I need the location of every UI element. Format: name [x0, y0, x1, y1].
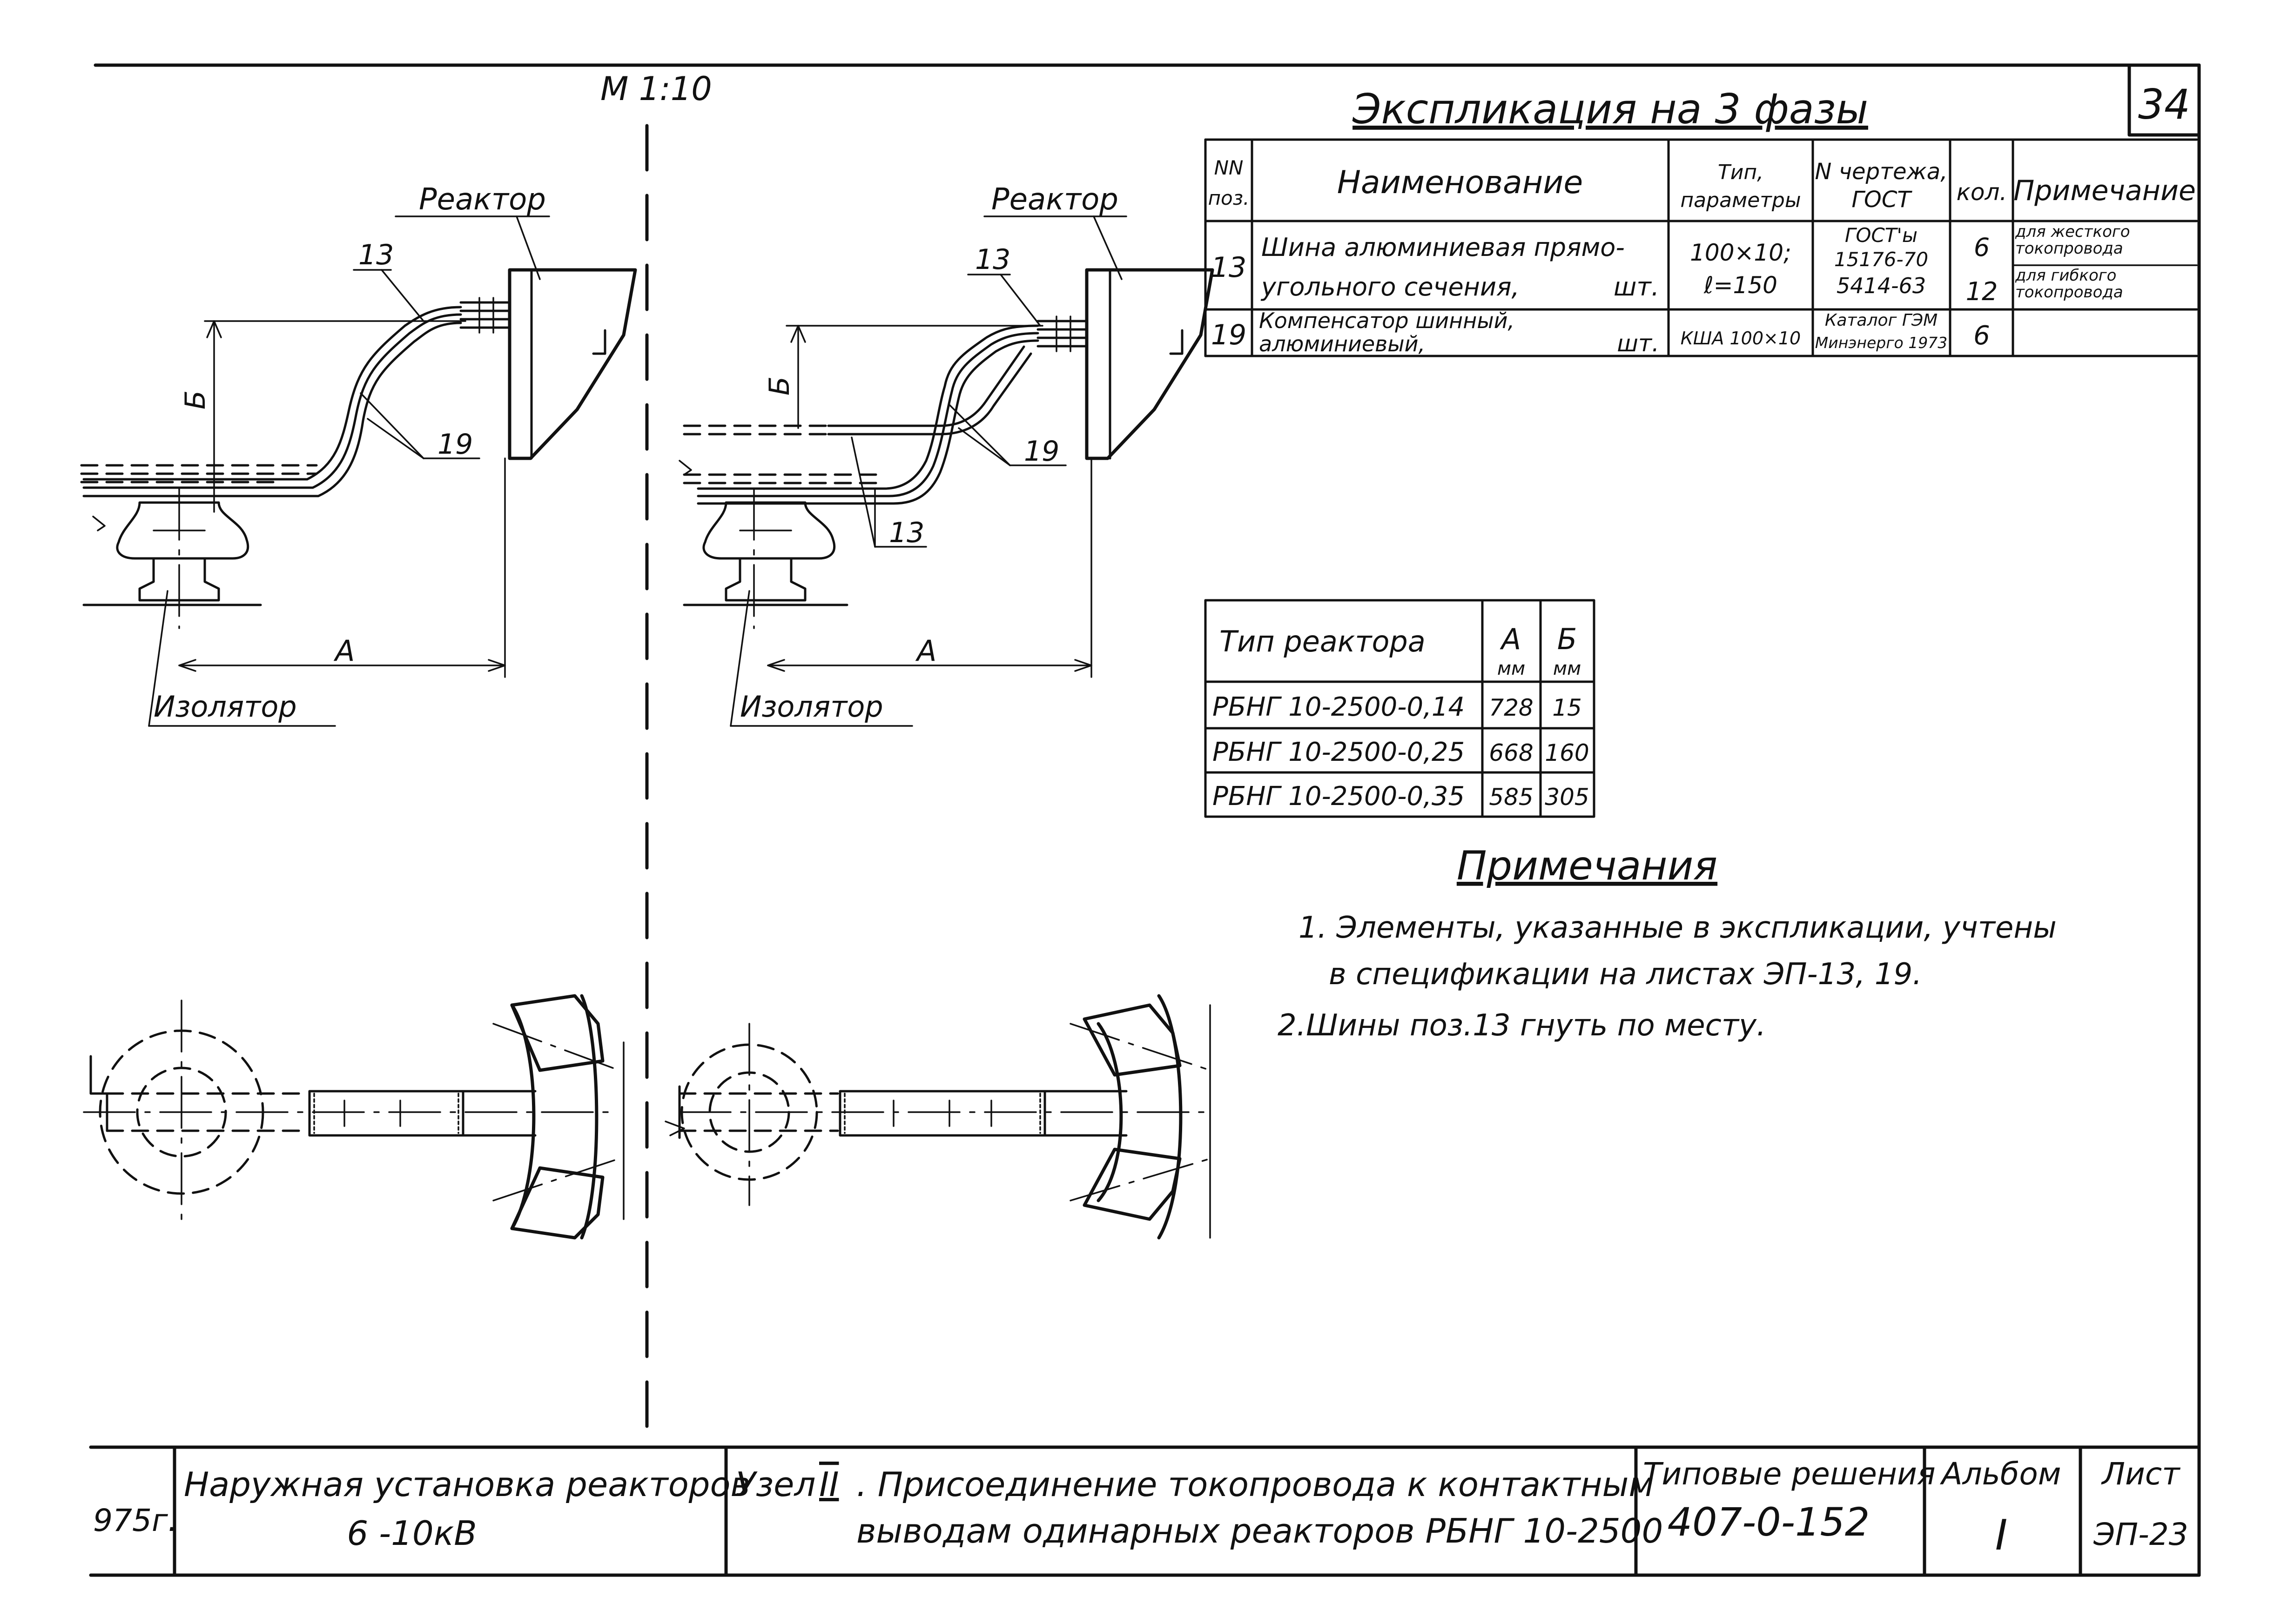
header-qty: кол. [1957, 179, 2007, 206]
explication-table [1204, 138, 2198, 357]
reactor-row-3-b: 305 [1545, 784, 1589, 811]
pos13-label-left: 13 [358, 239, 394, 271]
title-object-line-2: 6 -10кВ [347, 1514, 477, 1553]
reactor-row-3-type: РБНГ 10-2500-0,35 [1212, 781, 1465, 812]
reactor-body-right [1085, 268, 1214, 460]
notes-title: Примечания [1457, 843, 1717, 889]
reactor-body-left [508, 268, 637, 460]
reactor-row-1-b: 15 [1552, 694, 1582, 721]
header-name: Наименование [1337, 164, 1583, 201]
row13-note-1-box: для жесткого токопровода [2015, 223, 2130, 258]
row13-note-2-box: для гибкого токопровода [2015, 267, 2123, 302]
reactor-table-header-a: А [1500, 622, 1521, 656]
row13-name-2: угольного сечения, [1260, 272, 1520, 302]
note-2: 2.Шины поз.13 гнуть по месту. [1278, 1008, 1766, 1043]
row19-name-1: Компенсатор шинный, [1259, 308, 1514, 333]
dim-a-label-left: А [333, 634, 355, 668]
row19-doc-2: Минэнерго 1973 [1815, 334, 1947, 352]
header-pos-1: NN [1214, 156, 1244, 179]
row13-qty-1: 6 [1974, 233, 1990, 262]
header-doc-1: N чертежа, [1815, 159, 1948, 185]
reactor-row-3-a: 585 [1489, 784, 1533, 811]
title-node-line-2: выводам одинарных реакторов РБНГ 10-2500 [856, 1511, 1663, 1550]
title-year: 975г. [93, 1503, 178, 1538]
row19-type-1: КША 100×10 [1681, 328, 1801, 349]
header-doc-2: ГОСТ [1851, 187, 1912, 213]
title-album-label: Альбом [1939, 1456, 2061, 1492]
sheet-number-box [2127, 63, 2201, 137]
row19-name-2: алюминиевый, [1259, 331, 1425, 356]
pos13-label-right-bottom: 13 [889, 517, 924, 549]
reactor-table-header-type: Тип реактора [1219, 624, 1426, 658]
reactor-row-2-b: 160 [1545, 739, 1589, 766]
row13-pos: 13 [1211, 251, 1246, 284]
explication-title: Экспликация на 3 фазы [1352, 85, 1868, 133]
title-node-roman: II [819, 1465, 839, 1504]
header-note: Примечание [2013, 174, 2196, 207]
row19-qty-1: 6 [1973, 321, 1990, 351]
reactor-row-2-type: РБНГ 10-2500-0,25 [1212, 737, 1465, 767]
row13-note-2: для гибкого токопровода [2015, 267, 2123, 302]
row13-doc-1: ГОСТ'ы [1845, 224, 1918, 247]
row19-doc-1: Каталог ГЭМ [1825, 311, 1938, 330]
title-node-prefix: Узел [735, 1465, 815, 1504]
right-plan-view [665, 994, 1211, 1240]
insulator-label-right: Изолятор [740, 690, 883, 724]
insulator-label-left: Изолятор [154, 690, 297, 724]
title-object-line-1: Наружная установка реакторов [184, 1465, 750, 1504]
pos19-label-right: 19 [1024, 435, 1059, 468]
left-plan-view [83, 994, 625, 1240]
title-series-number: 407-0-152 [1668, 1499, 1870, 1545]
reactor-table-header-b: Б [1557, 622, 1577, 656]
header-type-2: параметры [1680, 188, 1801, 212]
row13-doc-3: 5414-63 [1837, 273, 1926, 298]
header-pos-2: поз. [1208, 187, 1250, 209]
insulator-left [116, 501, 249, 560]
row19-unit: шт. [1617, 330, 1659, 357]
title-sheet-code: ЭП-23 [2093, 1517, 2188, 1552]
row13-doc-2: 15176-70 [1834, 248, 1928, 271]
title-sheet-label: Лист [2101, 1456, 2181, 1492]
reactor-label-right: Реактор [991, 182, 1118, 217]
insulator-right [702, 501, 836, 560]
title-block [89, 1445, 2201, 1577]
row13-type-1: 100×10; [1690, 239, 1791, 266]
title-album-number: I [1995, 1511, 2008, 1560]
reactor-table-header-a-unit: мм [1497, 658, 1525, 679]
pos13-label-right-top: 13 [975, 243, 1010, 276]
sheet-frame [89, 63, 2201, 1577]
title-node-line-1: . Присоединение токопровода к контактным [856, 1465, 1654, 1504]
reactor-table [1204, 599, 1595, 818]
dim-b-label-left: Б [179, 390, 212, 409]
reactor-row-1-type: РБНГ 10-2500-0,14 [1212, 692, 1465, 722]
header-type-1: Тип, [1718, 161, 1763, 184]
reactor-label-left: Реактор [419, 182, 546, 217]
scale-label: М 1:10 [600, 70, 712, 108]
row13-name-1: Шина алюминиевая прямо- [1261, 233, 1625, 262]
row13-qty-2: 12 [1966, 277, 1998, 306]
right-elevation [679, 215, 1214, 727]
pos19-label-left: 19 [437, 428, 473, 461]
dim-a-label-right: А [915, 634, 936, 668]
row19-pos: 19 [1211, 319, 1246, 351]
sheet-number: 34 [2138, 81, 2190, 128]
row13-note-1: для жесткого токопровода [2015, 223, 2130, 258]
left-elevation [80, 215, 637, 727]
reactor-row-2-a: 668 [1489, 739, 1533, 766]
note-1-continuation: в спецификации на листах ЭП-13, 19. [1329, 957, 1922, 992]
reactor-table-header-b-unit: мм [1553, 658, 1581, 679]
dim-b-label-right: Б [763, 376, 796, 396]
row13-unit: шт. [1614, 272, 1659, 302]
reactor-row-1-a: 728 [1489, 694, 1533, 721]
note-1: 1. Элементы, указанные в экспликации, уч… [1299, 911, 2057, 945]
title-series-label: Типовые решения [1643, 1456, 1936, 1492]
row13-type-2: ℓ=150 [1703, 272, 1777, 299]
